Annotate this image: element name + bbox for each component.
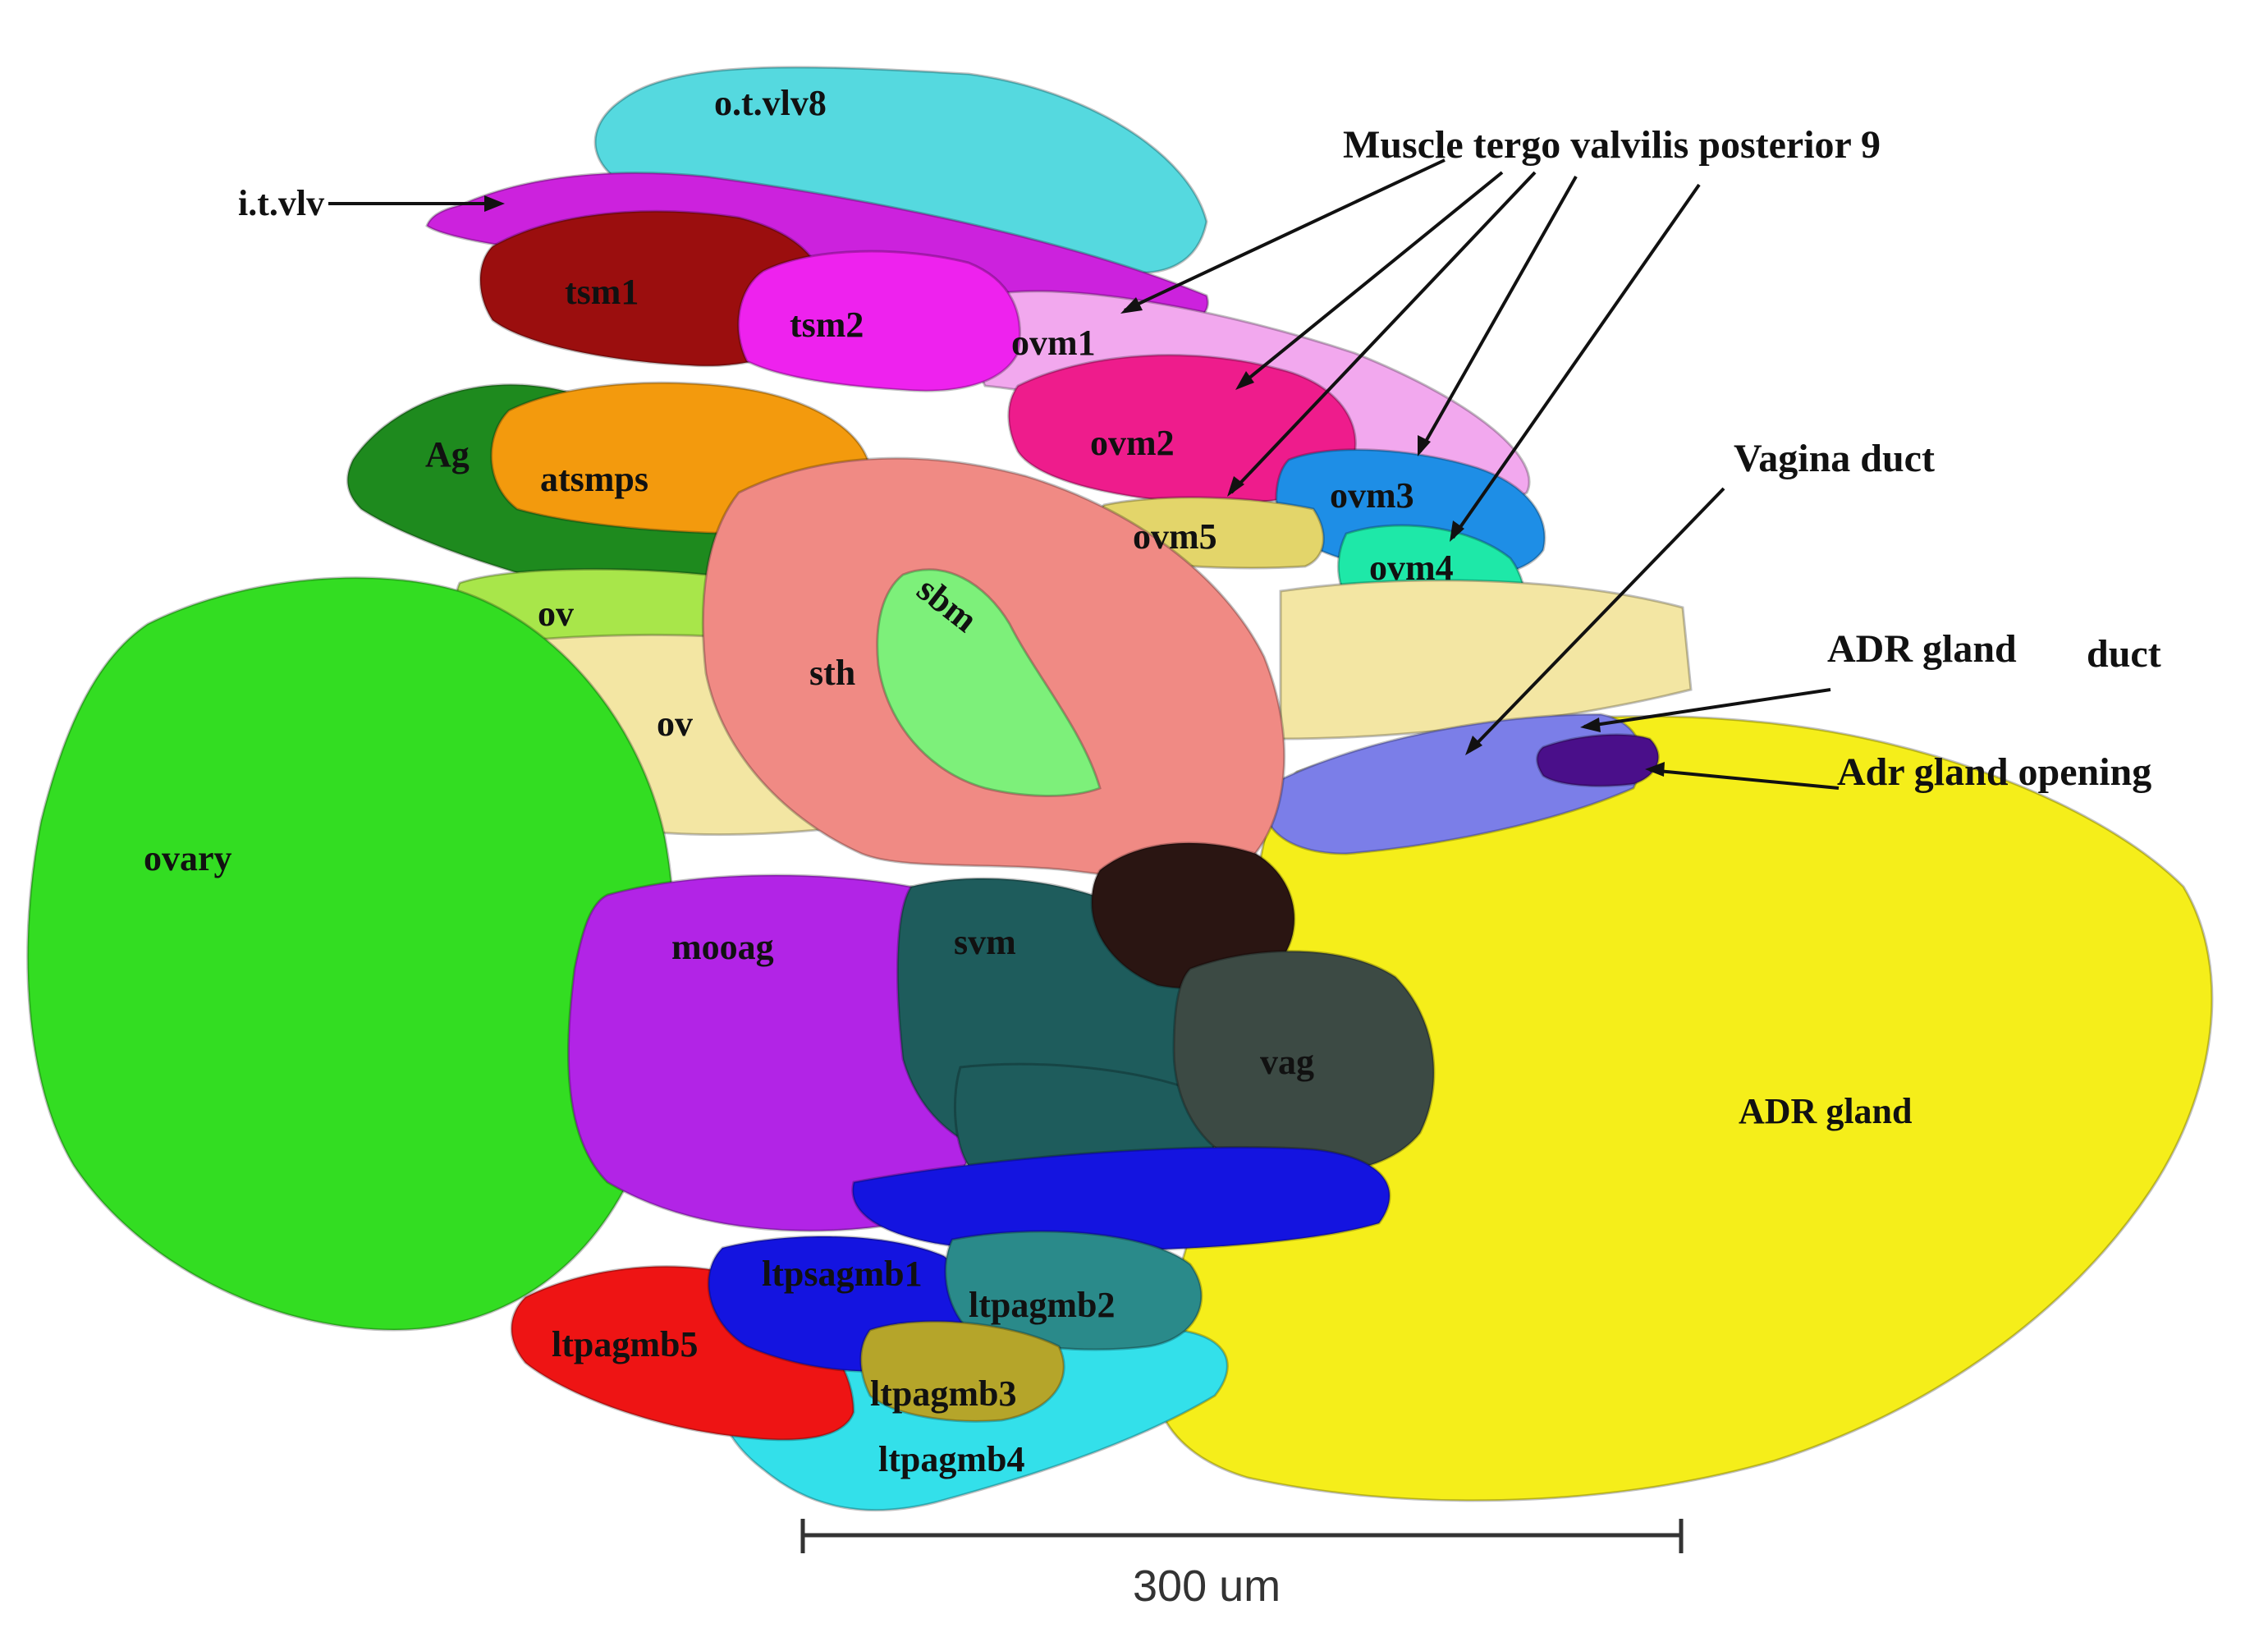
arrowhead-adr-opening <box>1645 762 1665 777</box>
leader-muscle-1 <box>1124 158 1446 312</box>
callout-labels: Muscle tergo valvilis posterior 9 Vagina… <box>1343 123 2161 794</box>
scale-bar: 300 um <box>800 1519 1684 1611</box>
label-vag: vag <box>1260 1042 1314 1082</box>
callout-muscle-tergo: Muscle tergo valvilis posterior 9 <box>1343 123 1881 167</box>
label-ovm1: ovm1 <box>1011 323 1096 363</box>
label-ovm5: ovm5 <box>1133 516 1217 557</box>
label-ltpagmb2: ltpagmb2 <box>969 1285 1115 1325</box>
leader-muscle-5 <box>1451 183 1701 539</box>
leader-adr-duct <box>1583 688 1831 728</box>
label-svm: svm <box>954 922 1016 962</box>
leader-adr-opening <box>1649 768 1840 790</box>
region-adr-gland-opening <box>1536 733 1660 787</box>
label-ovary: ovary <box>144 838 232 878</box>
label-ltpagmb4: ltpagmb4 <box>878 1439 1024 1479</box>
label-i-t-vlv: i.t.vlv <box>238 183 324 223</box>
arrowhead-itvlv <box>484 195 505 212</box>
label-ovm4: ovm4 <box>1369 548 1454 588</box>
arrowhead-muscle-3 <box>1227 476 1244 497</box>
callout-adr-gland-duct-b: duct <box>2087 632 2161 676</box>
region-ovary <box>26 576 676 1332</box>
leader-vagina-duct <box>1468 487 1725 753</box>
region-sbm <box>876 568 1102 797</box>
label-tsm1: tsm1 <box>565 272 639 312</box>
label-ov-upper: ov <box>538 594 574 634</box>
scale-bar-label: 300 um <box>1133 1561 1281 1611</box>
arrowhead-vagina-duct <box>1465 736 1482 755</box>
label-ov-lower: ov <box>657 704 693 744</box>
region-vag <box>1172 950 1436 1176</box>
region-blue-band <box>851 1145 1391 1253</box>
label-adr-gland: ADR gland <box>1739 1091 1913 1131</box>
leader-muscle-2 <box>1238 171 1504 387</box>
arrowhead-muscle-5 <box>1450 520 1464 542</box>
callout-adr-gland-opening: Adr gland opening <box>1837 750 2151 794</box>
label-tsm2: tsm2 <box>790 305 864 345</box>
region-ltpagmb2 <box>944 1230 1203 1351</box>
region-ltpagmb3 <box>859 1320 1065 1423</box>
arrowhead-muscle-1 <box>1120 297 1143 314</box>
label-ltpsagmb1: ltpsagmb1 <box>762 1254 923 1294</box>
label-sth: sth <box>809 653 855 693</box>
label-o-t-vlv8: o.t.vlv8 <box>714 83 827 123</box>
leader-muscle-3 <box>1230 171 1537 494</box>
arrowhead-muscle-2 <box>1235 371 1254 390</box>
callout-vagina-duct: Vagina duct <box>1734 437 1935 480</box>
region-tsm2 <box>737 250 1021 392</box>
label-atsmps: atsmps <box>540 459 648 499</box>
leader-lines <box>328 158 1840 790</box>
label-ovm2: ovm2 <box>1090 423 1175 463</box>
arrowheads <box>484 195 1665 777</box>
label-mooag: mooag <box>671 927 774 967</box>
label-ag: Ag <box>425 434 470 475</box>
region-ov-right <box>1279 579 1693 741</box>
label-ovm3: ovm3 <box>1330 475 1414 516</box>
arrowhead-muscle-4 <box>1418 435 1431 456</box>
arrowhead-adr-duct <box>1580 718 1601 732</box>
leader-muscle-4 <box>1418 176 1578 452</box>
label-ltpagmb3: ltpagmb3 <box>870 1373 1016 1414</box>
label-ltpagmb5: ltpagmb5 <box>552 1324 698 1364</box>
callout-adr-gland-duct-a: ADR gland <box>1827 627 2017 671</box>
